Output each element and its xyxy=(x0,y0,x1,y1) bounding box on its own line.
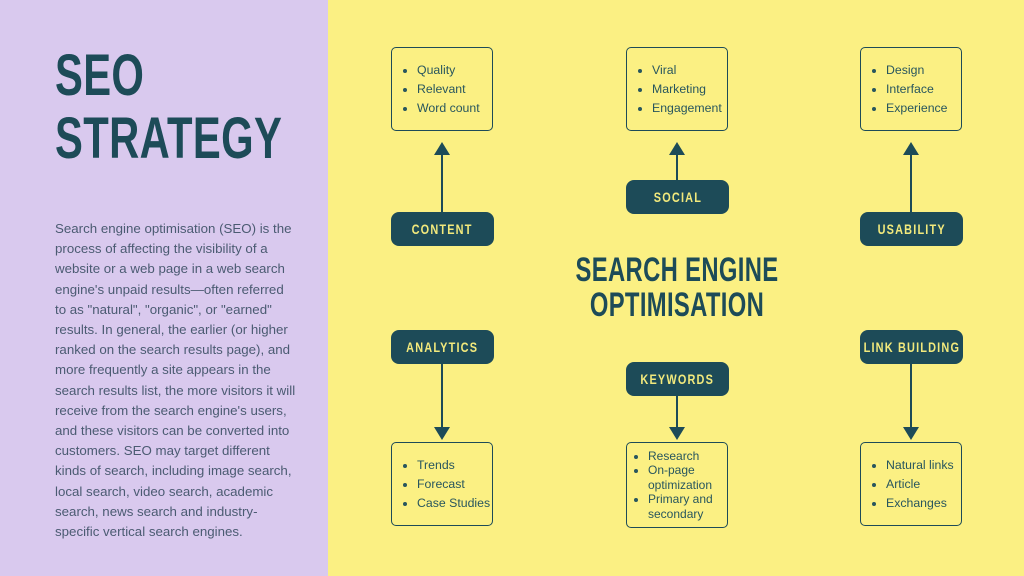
list-item: Word count xyxy=(417,99,480,118)
node-keywords-label: KEYWORDS xyxy=(640,371,715,387)
node-social-label: SOCIAL xyxy=(653,189,702,205)
social-items-box: Viral Marketing Engagement xyxy=(626,47,728,131)
list-item: On-page optimization xyxy=(648,463,725,492)
list-item: Viral xyxy=(652,61,722,80)
node-content: CONTENT xyxy=(391,212,494,246)
link-building-items-list: Natural links Article Exchanges xyxy=(861,456,954,513)
diagram-title: SEARCH ENGINE OPTIMISATION xyxy=(497,253,857,323)
page-title-line2: STRATEGY xyxy=(55,106,283,171)
list-item: Interface xyxy=(886,80,948,99)
sidebar-paragraph: Search engine optimisation (SEO) is the … xyxy=(55,221,296,540)
list-item: Engagement xyxy=(652,99,722,118)
content-items-box: Quality Relevant Word count xyxy=(391,47,493,131)
node-usability-label: USABILITY xyxy=(877,221,946,237)
list-item: Marketing xyxy=(652,80,722,99)
arrow-up-icon xyxy=(434,142,450,155)
page-title-line1: SEO xyxy=(55,43,145,108)
link-building-items-box: Natural links Article Exchanges xyxy=(860,442,962,526)
diagram-title-line2: OPTIMISATION xyxy=(589,286,765,324)
list-item: Natural links xyxy=(886,456,954,475)
list-item: Case Studies xyxy=(417,494,490,513)
arrow-line xyxy=(676,153,678,180)
node-usability: USABILITY xyxy=(860,212,963,246)
list-item: Exchanges xyxy=(886,494,954,513)
arrow-line xyxy=(910,153,912,212)
arrow-line xyxy=(441,153,443,212)
list-item: Design xyxy=(886,61,948,80)
list-item: Trends xyxy=(417,456,490,475)
arrow-line xyxy=(910,364,912,427)
list-item: Research xyxy=(648,449,725,464)
analytics-items-list: Trends Forecast Case Studies xyxy=(392,456,490,513)
list-item: Quality xyxy=(417,61,480,80)
sidebar: SEO STRATEGY Search engine optimisation … xyxy=(0,0,328,576)
arrow-up-icon xyxy=(903,142,919,155)
social-items-list: Viral Marketing Engagement xyxy=(627,61,722,118)
arrow-down-icon xyxy=(903,427,919,440)
analytics-items-box: Trends Forecast Case Studies xyxy=(391,442,493,526)
node-link-building-label: LINK BUILDING xyxy=(863,339,960,355)
node-analytics: ANALYTICS xyxy=(391,330,494,364)
node-link-building: LINK BUILDING xyxy=(860,330,963,364)
arrow-down-icon xyxy=(669,427,685,440)
list-item: Relevant xyxy=(417,80,480,99)
usability-items-box: Design Interface Experience xyxy=(860,47,962,131)
content-items-list: Quality Relevant Word count xyxy=(392,61,480,118)
list-item: Forecast xyxy=(417,475,490,494)
arrow-line xyxy=(676,396,678,427)
node-content-label: CONTENT xyxy=(412,221,473,237)
arrow-up-icon xyxy=(669,142,685,155)
node-social: SOCIAL xyxy=(626,180,729,214)
node-analytics-label: ANALYTICS xyxy=(406,339,479,355)
list-item: Article xyxy=(886,475,954,494)
keywords-items-box: Research On-page optimization Primary an… xyxy=(626,442,728,528)
arrow-line xyxy=(441,364,443,427)
diagram-title-line1: SEARCH ENGINE xyxy=(575,251,779,289)
diagram-canvas: SEARCH ENGINE OPTIMISATION Quality Relev… xyxy=(328,0,1024,576)
usability-items-list: Design Interface Experience xyxy=(861,61,948,118)
arrow-down-icon xyxy=(434,427,450,440)
node-keywords: KEYWORDS xyxy=(626,362,729,396)
page-title: SEO STRATEGY xyxy=(55,44,371,170)
list-item: Primary and secondary xyxy=(648,492,725,521)
list-item: Experience xyxy=(886,99,948,118)
keywords-items-list: Research On-page optimization Primary an… xyxy=(627,449,727,522)
